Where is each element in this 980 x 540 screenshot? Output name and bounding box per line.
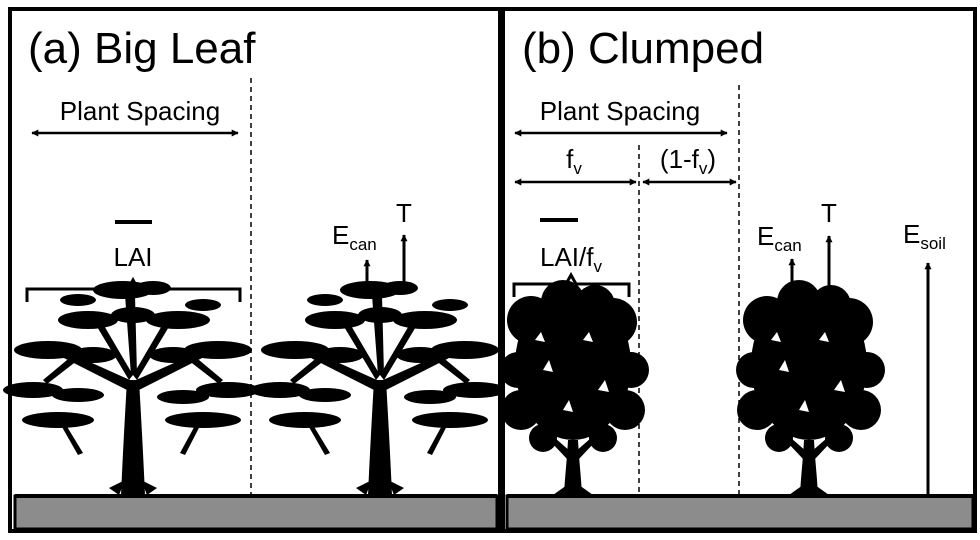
panel-b-lai-fv-label: LAI/fv (540, 242, 602, 276)
panel-a-ground (13, 494, 499, 531)
panel-a-lai-label: LAI (113, 242, 152, 272)
panel-b-ground (505, 494, 975, 531)
panel-a-title: (a) Big Leaf (28, 24, 256, 73)
panel-b-one-minus-fv-label: (1-fv) (660, 144, 716, 178)
panel-a-plant-spacing-label: Plant Spacing (60, 96, 220, 126)
panel-b-t-label: T (821, 198, 837, 228)
panel-b-fv-label: fv (566, 144, 582, 178)
panel-a: (a) Big Leaf Plant Spacing LAI Ecan T (3, 7, 507, 533)
panel-a-t-label: T (396, 198, 412, 228)
panel-a-canopy-bracket (25, 276, 242, 302)
panel-b: (b) Clumped Plant Spacing fv (1-fv) LAI/… (500, 7, 977, 533)
panel-a-frame (8, 7, 502, 533)
panel-b-e-soil-label: Esoil (903, 219, 946, 253)
panel-b-title: (b) Clumped (522, 24, 764, 73)
panel-b-plant-spacing-label: Plant Spacing (540, 96, 700, 126)
panel-b-canopy-bracket (512, 271, 631, 297)
panel-a-e-can-label: Ecan (332, 220, 377, 254)
panel-b-e-can-label: Ecan (757, 221, 802, 255)
